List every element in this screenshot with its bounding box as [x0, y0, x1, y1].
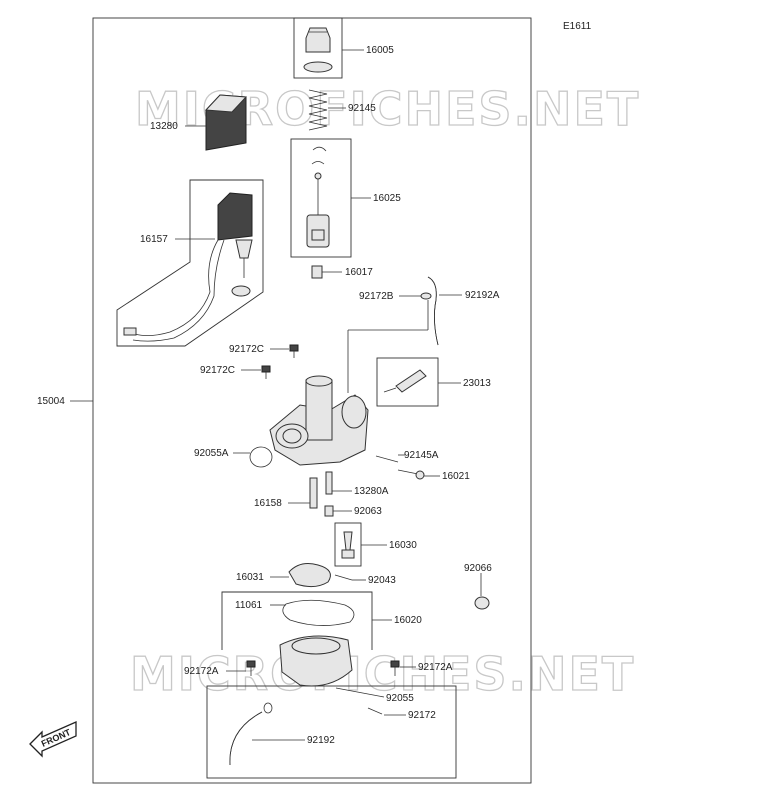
- svg-text:16157: 16157: [140, 234, 168, 245]
- part-16030[interactable]: 16030: [334, 522, 417, 567]
- part-92063[interactable]: 92063: [324, 505, 382, 517]
- part-16025[interactable]: 16025: [290, 138, 401, 258]
- part-92192[interactable]: 92192: [229, 711, 335, 766]
- svg-text:92145A: 92145A: [404, 450, 439, 461]
- float-bowl: [279, 635, 353, 687]
- drain-group: [206, 685, 457, 779]
- svg-text:92145: 92145: [348, 103, 376, 114]
- carburetor-body: [269, 300, 429, 466]
- part-16020[interactable]: 16020: [221, 591, 422, 650]
- part-92172C-lower[interactable]: 92172C: [200, 365, 271, 379]
- svg-text:92172B: 92172B: [359, 291, 394, 302]
- part-16157[interactable]: 16157: [116, 179, 264, 347]
- svg-text:13280: 13280: [150, 121, 178, 132]
- part-23013[interactable]: 23013: [376, 357, 491, 407]
- part-92055[interactable]: 92055: [263, 687, 414, 714]
- svg-text:92172C: 92172C: [200, 365, 235, 376]
- front-arrow-icon: FRONT: [29, 721, 77, 758]
- svg-text:92172A: 92172A: [184, 666, 219, 677]
- part-92172A-right[interactable]: 92172A: [390, 660, 453, 676]
- svg-text:92055: 92055: [386, 693, 414, 704]
- part-16005[interactable]: 16005: [293, 17, 394, 79]
- svg-text:92055A: 92055A: [194, 448, 229, 459]
- part-92192A[interactable]: 92192A: [427, 276, 500, 346]
- part-92055A[interactable]: 92055A: [194, 446, 273, 468]
- svg-text:16017: 16017: [345, 267, 373, 278]
- svg-text:16005: 16005: [366, 45, 394, 56]
- part-92145[interactable]: 92145: [308, 89, 376, 131]
- svg-text:92063: 92063: [354, 506, 382, 517]
- svg-text:15004: 15004: [37, 396, 65, 407]
- part-16158[interactable]: 16158: [254, 477, 318, 509]
- diagram-id: E1611: [563, 21, 592, 32]
- svg-text:92192: 92192: [307, 735, 335, 746]
- part-92172A-left[interactable]: 92172A: [184, 660, 256, 677]
- svg-text:92043: 92043: [368, 575, 396, 586]
- svg-text:92066: 92066: [464, 563, 492, 574]
- part-92066[interactable]: 92066: [464, 563, 492, 610]
- svg-text:16158: 16158: [254, 498, 282, 509]
- svg-text:16025: 16025: [373, 193, 401, 204]
- part-16017[interactable]: 16017: [311, 265, 373, 279]
- svg-text:92172C: 92172C: [229, 344, 264, 355]
- watermark-bottom: MICROFICHES.NET: [130, 647, 635, 701]
- part-92145A[interactable]: 92145A: [375, 450, 439, 463]
- svg-text:16021: 16021: [442, 471, 470, 482]
- svg-text:23013: 23013: [463, 378, 491, 389]
- svg-text:13280A: 13280A: [354, 486, 389, 497]
- part-13280A[interactable]: 13280A: [325, 471, 389, 497]
- svg-text:92172: 92172: [408, 710, 436, 721]
- part-92172[interactable]: 92172: [367, 707, 436, 721]
- callout-15004[interactable]: 15004: [37, 396, 93, 407]
- part-92172C-upper[interactable]: 92172C: [229, 344, 299, 358]
- part-16031[interactable]: 16031: [236, 563, 331, 588]
- part-16021[interactable]: 16021: [397, 469, 470, 482]
- svg-text:16031: 16031: [236, 572, 264, 583]
- part-92172B[interactable]: 92172B: [359, 291, 432, 302]
- svg-text:92172A: 92172A: [418, 662, 453, 673]
- svg-text:16030: 16030: [389, 540, 417, 551]
- svg-text:92192A: 92192A: [465, 290, 500, 301]
- part-92043[interactable]: 92043: [334, 574, 396, 586]
- part-13280[interactable]: 13280: [150, 94, 248, 151]
- svg-text:16020: 16020: [394, 615, 422, 626]
- svg-text:11061: 11061: [235, 600, 263, 611]
- part-11061[interactable]: 11061: [235, 599, 355, 626]
